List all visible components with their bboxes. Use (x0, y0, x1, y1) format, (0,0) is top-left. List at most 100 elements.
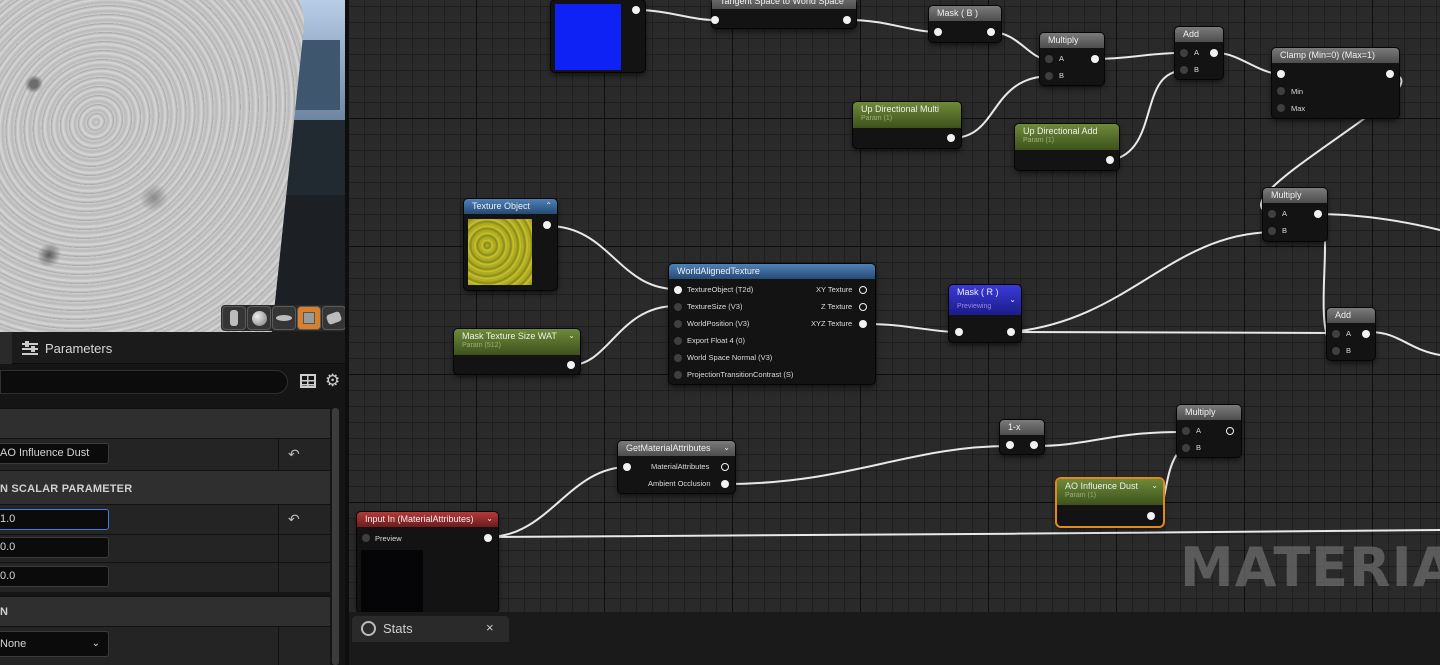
output-pin[interactable] (859, 320, 867, 328)
chevron-down-icon[interactable]: ⌄ (486, 514, 493, 523)
grid-view-icon[interactable] (300, 374, 316, 388)
input-pin[interactable] (1277, 70, 1285, 78)
output-pin[interactable] (1314, 210, 1322, 218)
slider-min-field[interactable]: 0.0 (0, 537, 109, 558)
input-pin-b[interactable] (1180, 66, 1188, 74)
input-pin[interactable] (674, 320, 682, 328)
output-pin[interactable] (1007, 328, 1015, 336)
plane-icon[interactable] (272, 306, 296, 330)
output-pin[interactable] (721, 480, 729, 488)
chevron-down-icon[interactable]: ⌄ (723, 443, 730, 452)
output-pin[interactable] (1030, 441, 1038, 449)
input-pin-a[interactable] (1045, 55, 1053, 63)
input-pin-min[interactable] (1277, 87, 1285, 95)
input-pin-b[interactable] (1182, 444, 1190, 452)
material-graph[interactable]: Tangent Space to World Space Mask ( B ) … (349, 0, 1440, 612)
input-pin-a[interactable] (1180, 49, 1188, 57)
bottom-section-header[interactable]: N (0, 596, 330, 626)
output-pin[interactable] (1362, 330, 1370, 338)
output-pin[interactable] (1147, 512, 1155, 520)
close-icon[interactable]: × (486, 620, 494, 635)
chevron-down-icon[interactable]: ⌄ (1009, 295, 1016, 304)
constant-vector-node[interactable] (551, 0, 645, 72)
tab-parameters[interactable]: Parameters (14, 332, 112, 364)
input-pin[interactable] (362, 534, 370, 542)
chevron-down-icon[interactable]: ⌄ (1151, 481, 1158, 490)
reset-arrow-icon[interactable]: ↶ (288, 446, 300, 462)
input-pin[interactable] (674, 286, 682, 294)
input-pin[interactable] (955, 328, 963, 336)
input-pin-b[interactable] (1268, 227, 1276, 235)
mask-b-node[interactable]: Mask ( B ) (929, 6, 1001, 42)
scalar-parameter-header[interactable]: N SCALAR PARAMETER (0, 470, 330, 504)
input-pin-max[interactable] (1277, 104, 1285, 112)
multiply-node[interactable]: Multiply A B (1177, 405, 1241, 457)
input-pin-b[interactable] (1045, 72, 1053, 80)
output-pin[interactable] (947, 134, 955, 142)
multiply-node[interactable]: Multiply A B (1040, 33, 1104, 85)
input-pin[interactable] (674, 337, 682, 345)
param-name-field[interactable]: AO Influence Dust (0, 443, 109, 464)
output-pin[interactable] (632, 6, 640, 14)
world-aligned-texture-node[interactable]: WorldAlignedTexture TextureObject (T2d) … (669, 264, 875, 384)
add-node[interactable]: Add A B (1327, 308, 1375, 360)
input-pin[interactable] (623, 463, 631, 471)
cylinder-icon[interactable] (222, 306, 246, 330)
output-pin[interactable] (1386, 70, 1394, 78)
get-material-attributes-node[interactable]: GetMaterialAttributes⌄ MaterialAttribute… (618, 441, 735, 493)
input-pin-a[interactable] (1332, 330, 1340, 338)
cube-icon[interactable] (297, 306, 321, 330)
input-pin[interactable] (674, 354, 682, 362)
input-pin[interactable] (1006, 441, 1014, 449)
chevron-down-icon[interactable]: ⌄ (568, 331, 575, 340)
clamp-node[interactable]: Clamp (Min=0) (Max=1) Min Max (1272, 48, 1399, 118)
output-pin[interactable] (843, 16, 851, 24)
teapot-icon[interactable] (322, 306, 345, 330)
category-header[interactable] (0, 408, 330, 438)
wire (487, 529, 1440, 538)
input-pin-b[interactable] (1332, 347, 1340, 355)
panel-divider[interactable] (345, 0, 349, 665)
input-pin-a[interactable] (1182, 427, 1190, 435)
output-pin[interactable] (987, 28, 995, 36)
dropdown-select[interactable]: None ⌄ (0, 631, 109, 657)
output-pin[interactable] (567, 361, 575, 369)
tab-details[interactable] (0, 332, 12, 364)
mask-r-node[interactable]: Mask ( R )Previewing⌄ (949, 285, 1021, 342)
add-node[interactable]: Add A B (1175, 27, 1223, 79)
input-pin[interactable] (934, 28, 942, 36)
output-pin[interactable] (484, 534, 492, 542)
chevron-up-icon[interactable]: ⌃ (545, 201, 552, 210)
preview-viewport[interactable] (0, 0, 345, 332)
output-pin[interactable] (859, 286, 867, 294)
output-pin[interactable] (859, 303, 867, 311)
gear-icon[interactable]: ⚙ (325, 371, 341, 390)
search-input[interactable] (0, 370, 288, 394)
reset-arrow-icon[interactable]: ↶ (288, 511, 300, 527)
details-scrollbar[interactable] (332, 408, 339, 665)
output-pin[interactable] (1210, 49, 1218, 57)
one-minus-node[interactable]: 1-x (1000, 420, 1044, 454)
output-pin[interactable] (1106, 156, 1114, 164)
output-pin[interactable] (721, 463, 729, 471)
slider-max-field[interactable]: 0.0 (0, 566, 109, 587)
default-value-field[interactable]: 1.0 (0, 509, 109, 530)
tangent-to-world-node[interactable]: Tangent Space to World Space (711, 0, 856, 28)
sphere-icon[interactable] (247, 306, 271, 330)
input-pin-a[interactable] (1268, 210, 1276, 218)
input-pin[interactable] (674, 371, 682, 379)
input-pin[interactable] (711, 16, 719, 24)
multiply-node[interactable]: Multiply A B (1263, 188, 1327, 241)
output-pin[interactable] (543, 221, 551, 229)
output-pin[interactable] (1226, 427, 1234, 435)
texture-object-node[interactable]: Texture Object⌃ (464, 199, 557, 290)
input-material-attributes-node[interactable]: Input In (MaterialAttributes)⌄ Preview (357, 512, 498, 612)
input-pin[interactable] (674, 303, 682, 311)
stats-tab[interactable]: Stats × (352, 616, 509, 642)
output-pin[interactable] (1091, 55, 1099, 63)
